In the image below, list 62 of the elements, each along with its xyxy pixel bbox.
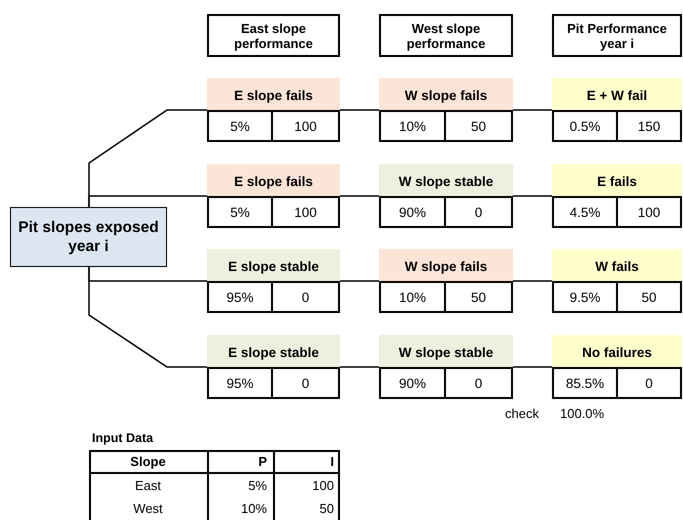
outcome-title: W slope stable xyxy=(379,335,513,367)
value-cell: 100 xyxy=(271,196,340,228)
branch-line xyxy=(513,280,552,282)
value-cell: 90% xyxy=(379,367,446,399)
value-cell: 0 xyxy=(271,281,340,313)
value-cell: 100 xyxy=(616,196,682,228)
column-header: East slope performance xyxy=(207,14,340,57)
value-cell: 85.5% xyxy=(552,367,618,399)
value-cell: 150 xyxy=(616,110,682,142)
value-cell: 0 xyxy=(271,367,340,399)
value-cell: 50 xyxy=(616,281,682,313)
value-cell: 50 xyxy=(444,281,513,313)
outcome-title: W slope fails xyxy=(379,249,513,281)
branch-line xyxy=(513,366,552,368)
table-title: Input Data xyxy=(92,431,154,445)
value-cell: 0 xyxy=(616,367,682,399)
value-cell: 0.5% xyxy=(552,110,618,142)
value-cell: 90% xyxy=(379,196,446,228)
start-box: Pit slopes exposed year i xyxy=(10,207,167,267)
table-cell: 5% xyxy=(207,474,273,497)
value-cell: 100 xyxy=(271,110,340,142)
value-cell: 10% xyxy=(379,110,446,142)
branch-line xyxy=(340,366,379,368)
check-label: 100.0% xyxy=(560,406,604,421)
table-cell: P xyxy=(207,450,273,474)
table-cell-text: East xyxy=(134,477,162,495)
outcome-title: E slope fails xyxy=(207,78,340,110)
value-cell: 0 xyxy=(444,196,513,228)
table-cell-text: West xyxy=(132,500,164,518)
branch-line xyxy=(513,109,552,111)
value-cell: 95% xyxy=(207,281,273,313)
table-cell: I xyxy=(273,450,340,474)
branch-line xyxy=(340,280,379,282)
table-cell: Slope xyxy=(89,450,207,474)
outcome-title: W fails xyxy=(552,249,682,281)
check-label: check xyxy=(505,406,539,421)
table-cell: 50 xyxy=(273,497,340,520)
value-cell: 50 xyxy=(444,110,513,142)
value-cell: 4.5% xyxy=(552,196,618,228)
outcome-title: W slope stable xyxy=(379,164,513,196)
outcome-title: E slope stable xyxy=(207,249,340,281)
table-cell: 100 xyxy=(273,474,340,497)
outcome-title: E + W fail xyxy=(552,78,682,110)
column-header: Pit Performance year i xyxy=(552,14,682,57)
outcome-title: E slope stable xyxy=(207,335,340,367)
outcome-title: No failures xyxy=(552,335,682,367)
branch-line xyxy=(340,195,379,197)
branch-line xyxy=(88,195,207,207)
column-header: West slope performance xyxy=(379,14,513,57)
value-cell: 10% xyxy=(379,281,446,313)
outcome-title: W slope fails xyxy=(379,78,513,110)
value-cell: 95% xyxy=(207,367,273,399)
branch-line xyxy=(88,267,207,368)
table-cell: 10% xyxy=(207,497,273,520)
value-cell: 9.5% xyxy=(552,281,618,313)
value-cell: 5% xyxy=(207,196,273,228)
branch-line xyxy=(513,195,552,197)
value-cell: 0 xyxy=(444,367,513,399)
value-cell: 5% xyxy=(207,110,273,142)
branch-line xyxy=(340,109,379,111)
outcome-title: E fails xyxy=(552,164,682,196)
outcome-title: E slope fails xyxy=(207,164,340,196)
